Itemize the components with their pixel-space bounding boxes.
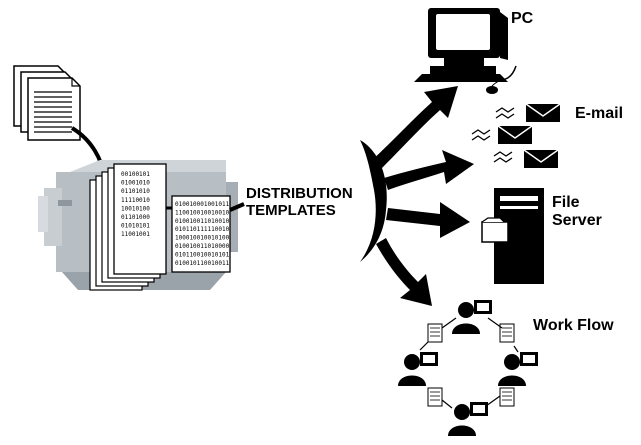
paper-documents-icon (13, 65, 81, 141)
binary-stack-line: 11110010 (121, 197, 150, 204)
arrow-to-email (384, 150, 474, 190)
binary-stack-line: 01101000 (121, 214, 150, 221)
binary-stack-line: 10010100 (121, 205, 150, 212)
file-server-icon (481, 188, 544, 284)
pc-icon (414, 8, 517, 94)
binary-sheet-line: 010010110010011 (175, 260, 230, 267)
binary-sheet-line: 010010011010000 (175, 243, 230, 250)
binary-sheet-line: 010010001001011 (175, 201, 230, 208)
binary-sheet-line: 010010011010010 (175, 218, 230, 225)
email-label: E-mail (575, 105, 624, 122)
distribution-templates-label: DISTRIBUTION TEMPLATES (246, 185, 353, 220)
binary-sheet-line: 110010010010010 (175, 209, 230, 216)
workflow-cycle-arrows (419, 317, 519, 409)
file-server-label-line2: Server (552, 211, 602, 229)
workflow-users (398, 300, 538, 436)
binary-stack-line: 01101010 (121, 188, 150, 195)
email-envelope-3 (493, 149, 559, 168)
email-icon (471, 103, 561, 168)
file-server-label: File Server (552, 194, 602, 230)
binary-sheet-line: 010110111110010 (175, 226, 230, 233)
file-server-label-line1: File (552, 194, 580, 211)
workflow-doc-lines (430, 327, 512, 401)
binary-stack-line: 01010101 (121, 223, 150, 230)
email-envelope-2 (471, 125, 533, 144)
arrow-to-work-flow (376, 238, 432, 306)
email-envelope-1 (495, 103, 561, 122)
binary-sheet-line: 010110010010101 (175, 251, 230, 258)
arrow-to-pc (372, 86, 458, 168)
workflow-documents (427, 323, 515, 407)
binary-stack-line: 11001001 (121, 231, 150, 238)
center-label-line1: DISTRIBUTION (246, 185, 353, 202)
output-cable (229, 202, 245, 212)
distribution-arrows (360, 86, 474, 306)
arrow-to-file-server (386, 202, 470, 238)
binary-stack-line: 00100101 (121, 171, 150, 178)
work-flow-label: Work Flow (533, 317, 614, 334)
work-flow-icon (398, 300, 538, 436)
binary-sheet-line: 100010010010100 (175, 235, 230, 242)
center-label-line2: TEMPLATES (246, 201, 336, 219)
pc-label: PC (511, 10, 534, 27)
arrow-hub (360, 140, 387, 262)
binary-stack-line: 01001010 (121, 180, 150, 187)
